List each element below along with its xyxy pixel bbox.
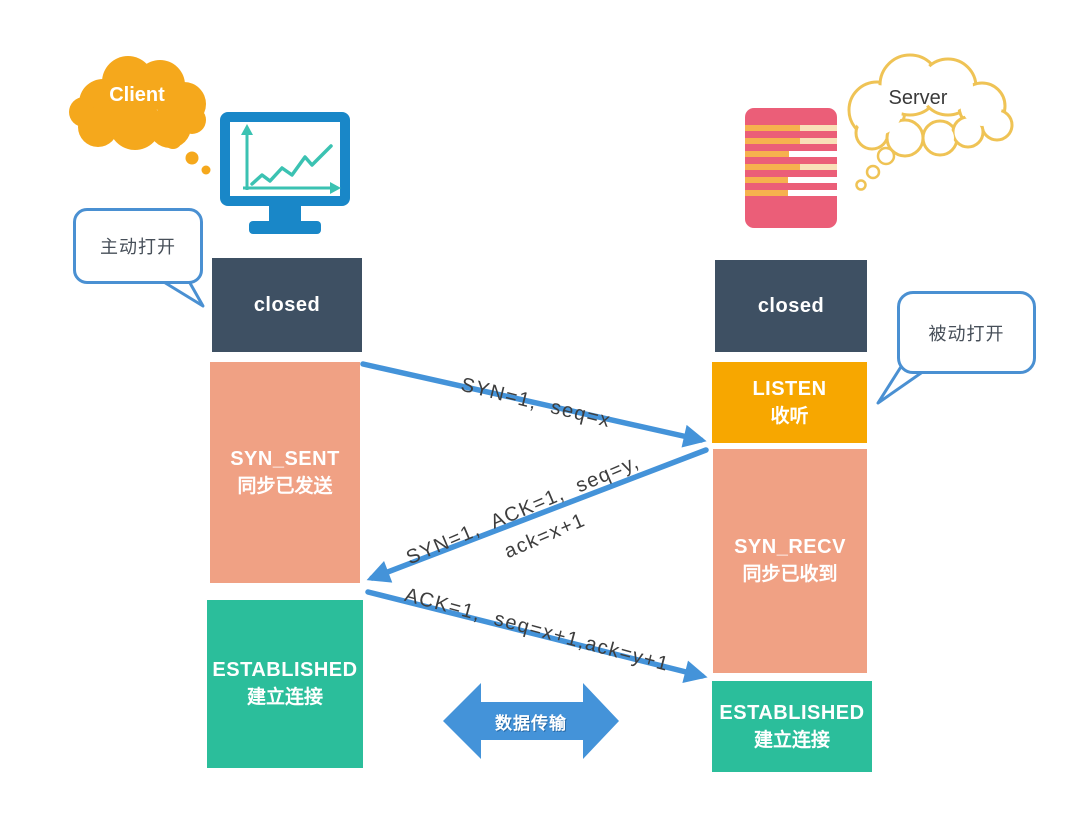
- server-state-syn-recv: SYN_RECV 同步已收到: [713, 449, 867, 673]
- client-cloud-label: Client: [109, 84, 165, 106]
- server-state-closed: closed: [715, 260, 867, 352]
- state-label: LISTEN: [752, 377, 827, 400]
- server-rack-icon: [745, 108, 837, 228]
- state-label: SYN_SENT: [230, 447, 340, 470]
- state-label-zh: 同步已收到: [742, 564, 838, 586]
- state-label-zh: 同步已发送: [237, 475, 333, 497]
- client-thought-cloud-icon: [69, 56, 211, 175]
- state-label: ESTABLISHED: [719, 701, 865, 724]
- client-state-syn-sent: SYN_SENT 同步已发送: [210, 362, 360, 583]
- callout-text: 被动打开: [928, 323, 1005, 344]
- passive-open-callout: 被动打开: [897, 291, 1036, 374]
- server-thought-cloud-icon: [847, 53, 1014, 191]
- state-label: ESTABLISHED: [212, 659, 358, 682]
- ack-message-label: ACK=1, seq=x+1,ack=y+1: [402, 584, 672, 676]
- client-state-established: ESTABLISHED 建立连接: [207, 600, 363, 768]
- server-state-listen: LISTEN 收听: [712, 362, 867, 443]
- server-cloud-label: Server: [888, 87, 948, 109]
- active-open-callout: 主动打开: [73, 208, 203, 284]
- state-label: closed: [253, 294, 321, 316]
- syn-message-label: SYN=1, seq=x: [458, 373, 614, 433]
- state-label-zh: 收听: [770, 405, 809, 427]
- state-label-zh: 建立连接: [753, 729, 830, 751]
- server-state-established: ESTABLISHED 建立连接: [712, 681, 872, 772]
- state-label-zh: 建立连接: [246, 687, 323, 709]
- state-label: SYN_RECV: [734, 536, 846, 559]
- data-transfer-label: 数据传输: [495, 714, 567, 733]
- client-state-closed: closed: [212, 258, 362, 352]
- monitor-line-chart-icon: [220, 112, 350, 234]
- state-label: closed: [757, 295, 825, 317]
- callout-text: 主动打开: [100, 237, 176, 257]
